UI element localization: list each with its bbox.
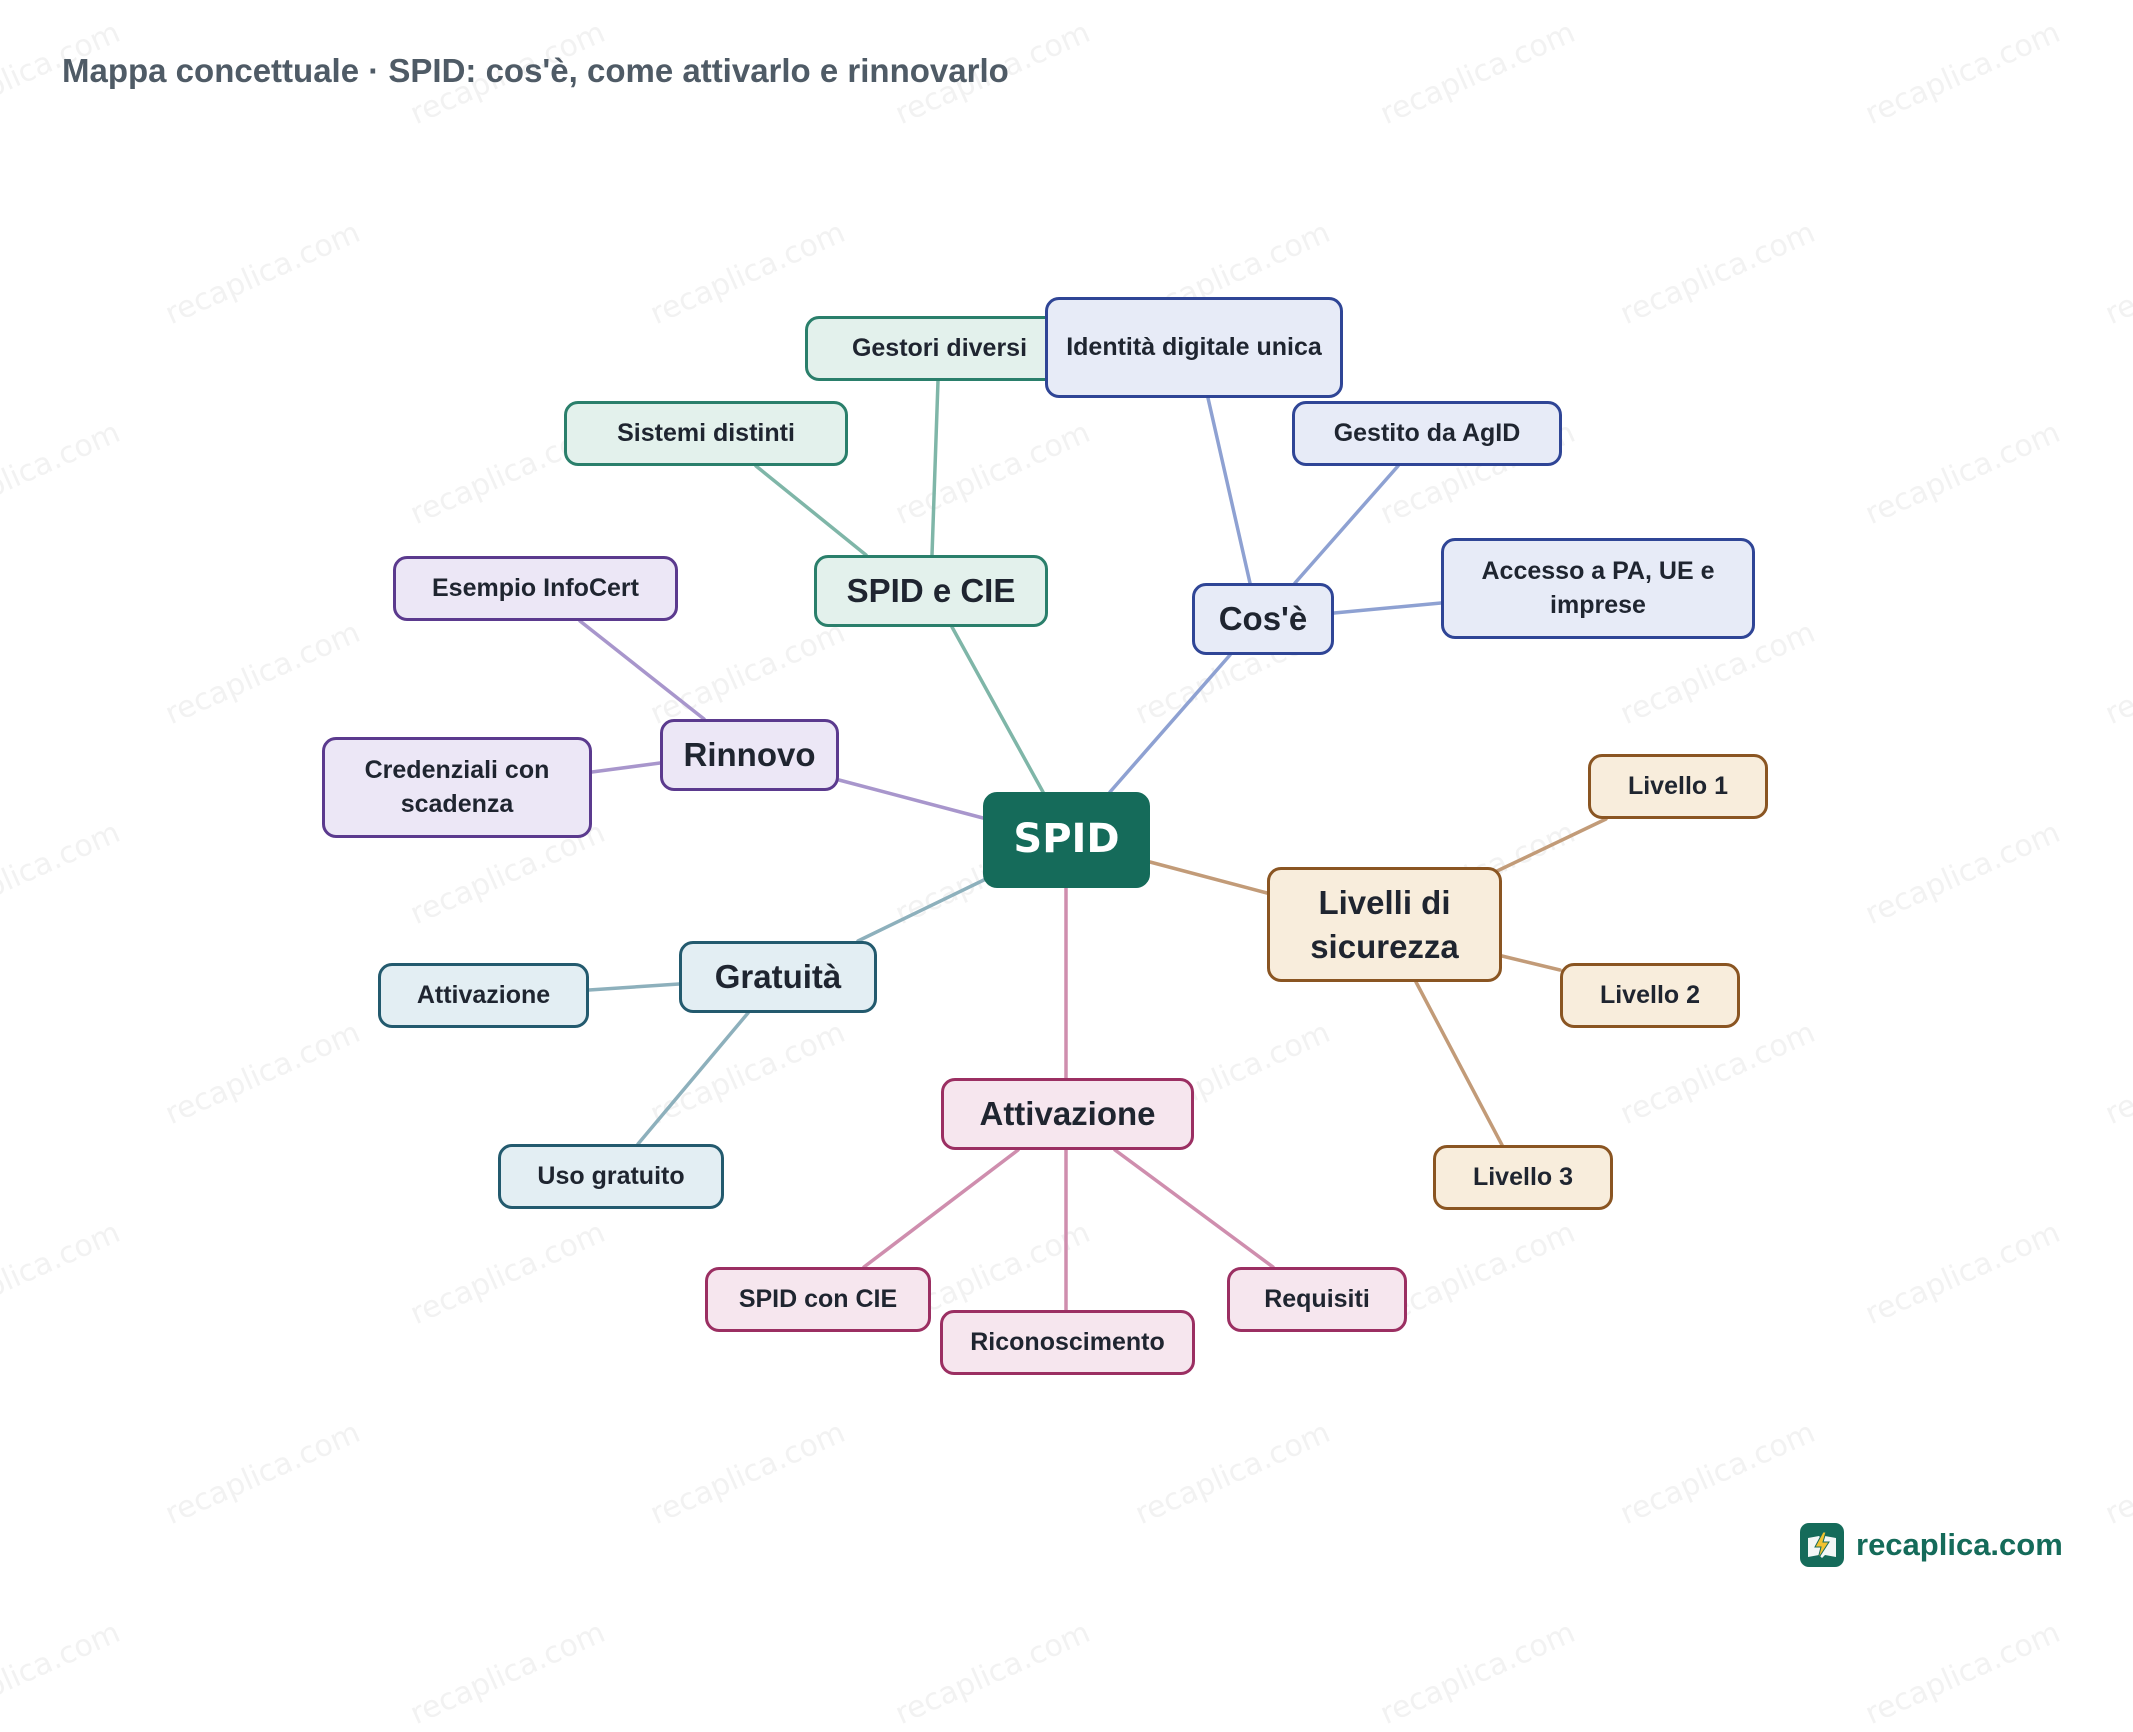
- node-spid-con-cie[interactable]: SPID con CIE: [705, 1267, 931, 1332]
- brand-footer[interactable]: recaplica.com: [1800, 1522, 2063, 1568]
- connector-spid-e-cie: [950, 625, 1045, 794]
- node-attivazione-gratuita[interactable]: Attivazione: [378, 963, 589, 1028]
- node-livelli-di-sicurezza[interactable]: Livelli di sicurezza: [1267, 867, 1502, 982]
- connector-credenziali-con-scadenza: [590, 761, 662, 774]
- connector-livello-3: [1414, 980, 1504, 1147]
- node-sistemi-distinti[interactable]: Sistemi distinti: [564, 401, 848, 466]
- page-title: Mappa concettuale · SPID: cos'è, come at…: [62, 52, 1009, 89]
- connector-accesso-pa-ue-imprese: [1332, 601, 1443, 615]
- node-uso-gratuito[interactable]: Uso gratuito: [498, 1144, 724, 1209]
- node-livello-2[interactable]: Livello 2: [1560, 963, 1740, 1028]
- connector-livello-1: [1493, 817, 1608, 874]
- connector-livelli-di-sicurezza: [1148, 860, 1269, 895]
- connector-cose: [1108, 653, 1232, 794]
- watermark-text: recaplica.com: [890, 1614, 1096, 1732]
- connector-sistemi-distinti: [754, 464, 868, 557]
- node-cose[interactable]: Cos'è: [1192, 583, 1334, 655]
- brand-name: recaplica.com: [1856, 1527, 2063, 1562]
- node-gestito-da-agid[interactable]: Gestito da AgID: [1292, 401, 1562, 466]
- connector-spid-con-cie: [862, 1148, 1020, 1269]
- connector-esempio-infocert: [578, 619, 706, 721]
- connector-gestori-diversi: [930, 379, 940, 557]
- connector-requisiti: [1113, 1148, 1275, 1269]
- node-accesso-pa-ue-imprese[interactable]: Accesso a PA, UE e imprese: [1441, 538, 1755, 639]
- node-esempio-infocert[interactable]: Esempio InfoCert: [393, 556, 678, 621]
- node-gestori-diversi[interactable]: Gestori diversi: [805, 316, 1074, 381]
- node-livello-1[interactable]: Livello 1: [1588, 754, 1768, 819]
- node-riconoscimento[interactable]: Riconoscimento: [940, 1310, 1195, 1375]
- connector-rinnovo: [837, 778, 985, 820]
- node-spid[interactable]: SPID: [983, 792, 1150, 888]
- node-gratuita[interactable]: Gratuità: [679, 941, 877, 1013]
- node-spid-e-cie[interactable]: SPID e CIE: [814, 555, 1048, 627]
- lightning-book-icon: [1800, 1523, 1844, 1567]
- node-requisiti[interactable]: Requisiti: [1227, 1267, 1407, 1332]
- mindmap-canvas: recaplica.com recaplica.com recaplica.com r…: [0, 15, 2133, 1732]
- connector-gratuita: [856, 875, 992, 943]
- node-identita-digitale-unica[interactable]: Identità digitale unica: [1045, 297, 1343, 398]
- connector-gestito-da-agid: [1293, 464, 1400, 585]
- node-credenziali-con-scadenza[interactable]: Credenziali con scadenza: [322, 737, 592, 838]
- connector-uso-gratuito: [636, 1011, 750, 1146]
- watermark-text: recaplica.com: [0, 1614, 126, 1732]
- watermark-text: recaplica.com: [405, 1614, 611, 1732]
- node-attivazione[interactable]: Attivazione: [941, 1078, 1194, 1150]
- watermark-text: recaplica.com: [1860, 1614, 2066, 1732]
- connector-livello-2: [1500, 954, 1562, 972]
- connector-layer: [578, 379, 1608, 1312]
- connector-attivazione-gratuita: [587, 982, 681, 992]
- watermark-text: recaplica.com: [1375, 1614, 1581, 1732]
- connector-identita-digitale-unica: [1206, 396, 1252, 585]
- node-rinnovo[interactable]: Rinnovo: [660, 719, 839, 791]
- node-livello-3[interactable]: Livello 3: [1433, 1145, 1613, 1210]
